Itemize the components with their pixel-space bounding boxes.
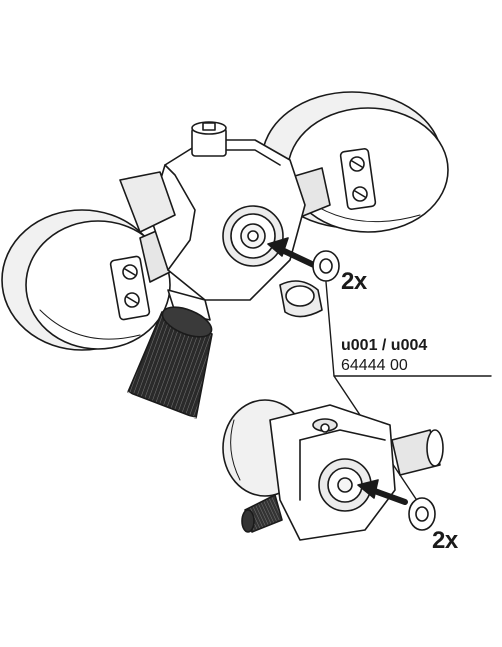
part-number-label: 64444 00	[341, 357, 408, 374]
left-pressure-gauge	[1, 209, 171, 351]
washer-top	[312, 250, 340, 282]
washer-bottom	[408, 497, 436, 531]
valve-body	[119, 121, 331, 321]
quantity-label-bottom: 2x	[432, 527, 458, 554]
quantity-label-top: 2x	[341, 268, 367, 295]
adjustment-knob	[127, 306, 213, 419]
model-code-label: u001 / u004	[341, 337, 428, 354]
regulator-body	[222, 399, 444, 541]
insert-arrow-bottom	[357, 479, 408, 505]
insert-arrow-top	[267, 237, 319, 269]
